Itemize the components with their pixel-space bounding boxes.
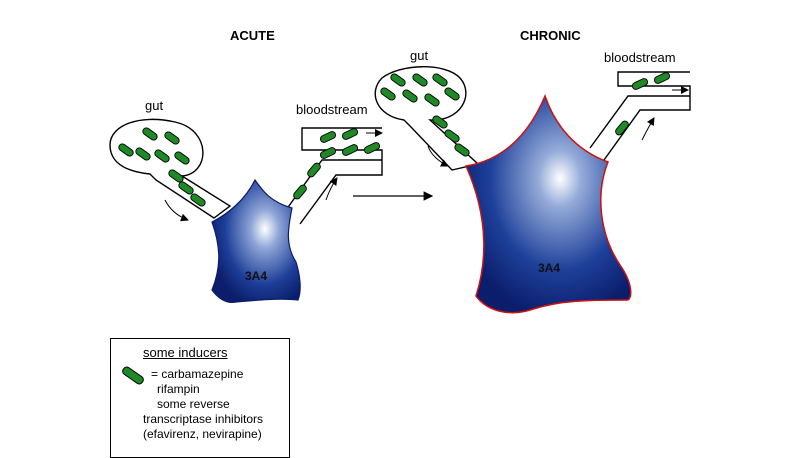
legend-line: some reverse — [157, 397, 230, 411]
inducer-diagram: ACUTE gut bloodstream 3A4 CHRONIC gut bl… — [109, 28, 691, 314]
pill-icon — [444, 87, 460, 101]
pill-icon — [319, 147, 337, 159]
chronic-gut-pills — [380, 73, 470, 157]
pill-icon — [631, 78, 649, 90]
pill-icon — [307, 162, 321, 178]
pill-icon — [454, 143, 470, 157]
acute-title: ACUTE — [230, 28, 275, 43]
pill-icon — [164, 131, 180, 145]
chronic-flow-arrow-out — [641, 117, 655, 141]
pill-icon — [402, 89, 418, 103]
acute-flow-arrow-in — [164, 199, 189, 222]
pill-icon — [142, 127, 158, 141]
inducers-legend: some inducers = carbamazepine rifampin s… — [110, 338, 290, 458]
chronic-enzyme-blob — [464, 93, 632, 314]
pill-icon — [174, 151, 190, 165]
pill-icon — [615, 120, 629, 136]
pill-icon — [412, 73, 428, 87]
legend-line: transcriptase inhibitors — [143, 412, 264, 426]
pill-icon — [444, 129, 460, 143]
legend-line: = carbamazepine — [151, 367, 244, 381]
pill-icon — [380, 87, 396, 101]
acute-blood-pills — [293, 128, 381, 200]
pill-icon — [135, 147, 151, 161]
legend-line: (efavirenz, nevirapine) — [143, 427, 262, 441]
pill-icon — [154, 149, 170, 163]
pill-icon — [118, 143, 134, 157]
pill-icon — [293, 184, 307, 200]
pill-icon — [424, 93, 440, 107]
chronic-bloodstream-label: bloodstream — [604, 50, 676, 65]
acute-gut-pills — [118, 127, 206, 207]
pill-icon — [363, 142, 381, 154]
pill-icon — [120, 364, 146, 387]
acute-enzyme-label: 3A4 — [245, 269, 267, 283]
pill-icon — [190, 193, 206, 207]
chronic-flow-arrow-in — [427, 145, 449, 167]
pill-icon — [653, 72, 671, 84]
pill-icon — [432, 73, 448, 87]
acute-flow-arrow-out — [325, 177, 338, 201]
chronic-gut-label: gut — [410, 48, 428, 63]
pill-icon — [432, 115, 448, 129]
chronic-title: CHRONIC — [520, 28, 581, 43]
pill-icon — [341, 128, 359, 140]
acute-gut-sac — [109, 118, 232, 219]
chronic-blood-pills — [615, 72, 671, 136]
acute-bloodstream-label: bloodstream — [296, 102, 368, 117]
pill-icon — [168, 169, 184, 183]
pill-icon — [319, 131, 337, 143]
legend-line: rifampin — [157, 382, 200, 396]
pill-icon — [341, 144, 359, 156]
acute-gut-label: gut — [145, 98, 163, 113]
pill-icon — [390, 73, 406, 87]
legend-title: some inducers — [143, 345, 228, 360]
acute-enzyme-blob — [211, 178, 301, 303]
pill-icon — [178, 181, 194, 195]
chronic-bloodstream-channel — [589, 71, 691, 161]
acute-bloodstream-channel — [285, 127, 383, 225]
chronic-enzyme-label: 3A4 — [538, 261, 560, 275]
